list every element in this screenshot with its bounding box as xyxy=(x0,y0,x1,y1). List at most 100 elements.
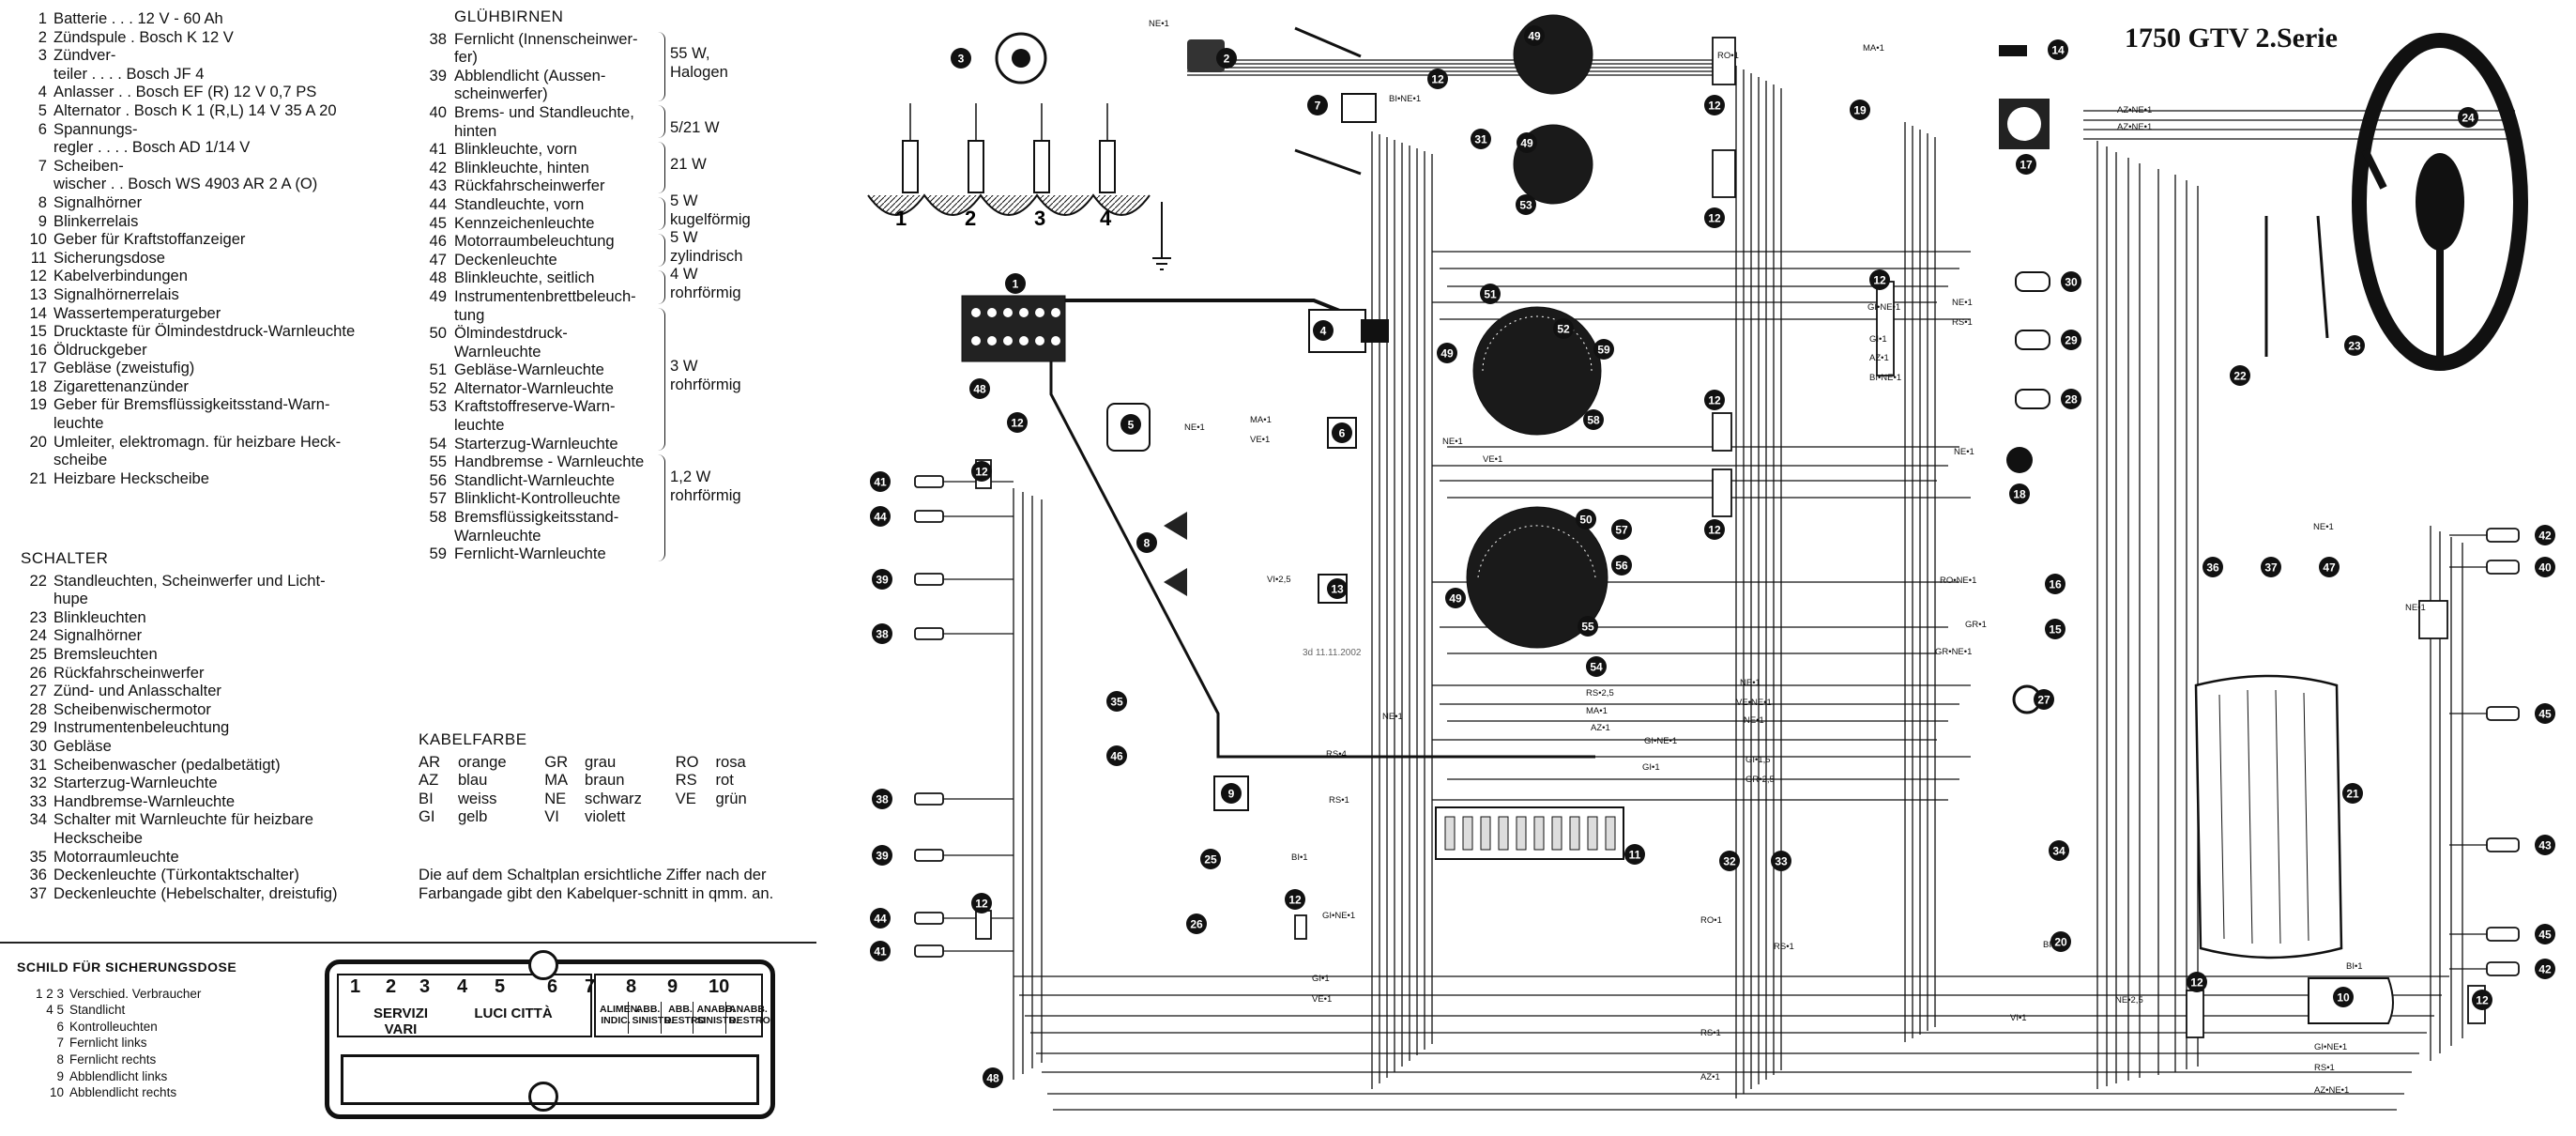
wire-harness xyxy=(943,59,2515,1111)
callout-circle xyxy=(2045,574,2065,594)
connector-block-icon xyxy=(975,910,992,940)
fuse-number: 6 xyxy=(547,976,558,997)
gluh-text: Handbremse - Warnleuchte xyxy=(454,453,645,471)
wire-label: BI•NE•1 xyxy=(1869,373,1901,383)
schild-text: Fernlicht links xyxy=(69,1036,147,1051)
legend-num: 21 xyxy=(29,468,47,487)
callout: 12 xyxy=(971,893,992,913)
callout: 32 xyxy=(1719,851,1740,871)
callout-number: 12 xyxy=(1288,894,1302,907)
callout-number: 47 xyxy=(2323,561,2336,575)
callout-number: 39 xyxy=(876,850,889,863)
schild-text: Abblendlicht links xyxy=(69,1068,168,1083)
gluh-item: fer) xyxy=(419,48,813,67)
fuse-label-title: SCHILD FÜR SICHERUNGSDOSE xyxy=(17,959,237,975)
fuse-slot-group-b xyxy=(594,974,763,1037)
connector-block-icon xyxy=(2418,600,2448,639)
legend-num: 2 xyxy=(38,27,47,46)
wire-label: NE•1 xyxy=(1744,715,1764,726)
callout: 4 xyxy=(1313,320,1334,341)
callout: 38 xyxy=(872,623,892,644)
fuse-divider xyxy=(693,1002,694,1034)
legend-text: scheibe xyxy=(53,451,108,469)
cylinder-label: 2 xyxy=(965,207,976,230)
callout-circle xyxy=(1106,691,1127,712)
schild-num: 7 xyxy=(56,1036,64,1051)
rear-window-icon xyxy=(2194,674,2343,959)
steering-spoke xyxy=(2361,148,2387,190)
callout: 42 xyxy=(2535,959,2555,979)
fuse-icon xyxy=(1498,816,1509,851)
fuse-number: 4 xyxy=(457,976,468,997)
fuse-small-b: DESTRO xyxy=(664,1015,706,1026)
callout-circle xyxy=(2048,39,2068,60)
callout-circle xyxy=(951,48,971,69)
callout: 14 xyxy=(2048,39,2068,60)
callout-number: 58 xyxy=(1587,414,1600,427)
callout: 8 xyxy=(1136,532,1157,553)
callout-circle xyxy=(2458,107,2478,128)
color-name xyxy=(715,807,794,826)
gluh-text: Blinkleuchte, vorn xyxy=(454,140,577,159)
gluh-num xyxy=(419,84,447,103)
wire-label: GR•1 xyxy=(1965,620,1987,630)
legend-text: wischer . . Bosch WS 4903 AR 2 A (O) xyxy=(53,175,318,193)
schild-num: 10 xyxy=(49,1085,64,1100)
legend-num: 12 xyxy=(29,267,47,285)
divider xyxy=(0,942,816,944)
callout: 21 xyxy=(2342,783,2363,804)
fuse-number: 8 xyxy=(626,976,637,997)
callout-number: 28 xyxy=(2065,393,2078,407)
schalter-text: Gebläse xyxy=(53,736,112,755)
gluh-num xyxy=(419,343,447,361)
wire-label: GR•2,5 xyxy=(1745,775,1775,785)
connector-block-icon xyxy=(1712,149,1736,198)
callout-circle xyxy=(1704,95,1725,115)
callout: 5 xyxy=(1120,414,1141,435)
callout-number: 56 xyxy=(1615,560,1628,573)
callout-circle xyxy=(2535,525,2555,545)
schild-num: 9 xyxy=(56,1068,64,1083)
callout-circle xyxy=(1611,555,1632,576)
wire-label: GI•NE•1 xyxy=(1644,736,1677,746)
engine-block xyxy=(867,193,1151,216)
callout: 44 xyxy=(870,908,891,929)
callout-number: 44 xyxy=(874,511,887,524)
spark-plug-icon xyxy=(1033,140,1050,193)
schalter-text: Scheibenwischermotor xyxy=(53,699,211,718)
lamp-icon xyxy=(914,912,944,925)
connector-block-icon xyxy=(1294,914,1307,940)
callout-number: 50 xyxy=(1579,514,1593,527)
callout-circle xyxy=(1007,412,1028,433)
brace xyxy=(657,307,665,452)
color-code: AR xyxy=(419,752,441,771)
callout-circle xyxy=(1200,849,1221,869)
callout-number: 36 xyxy=(2206,561,2219,575)
gluh-text: leuchte xyxy=(454,416,505,435)
callout-number: 14 xyxy=(2051,44,2065,57)
gluh-text: Gebläse-Warnleuchte xyxy=(454,361,604,379)
schalter-num xyxy=(21,590,47,608)
lamp-icon xyxy=(914,510,944,523)
callout-number: 26 xyxy=(1190,918,1203,931)
battery-cell xyxy=(1019,308,1029,317)
legend-num: 3 xyxy=(38,46,47,65)
schalter-num: 25 xyxy=(29,644,47,663)
schalter-num: 37 xyxy=(29,883,47,902)
